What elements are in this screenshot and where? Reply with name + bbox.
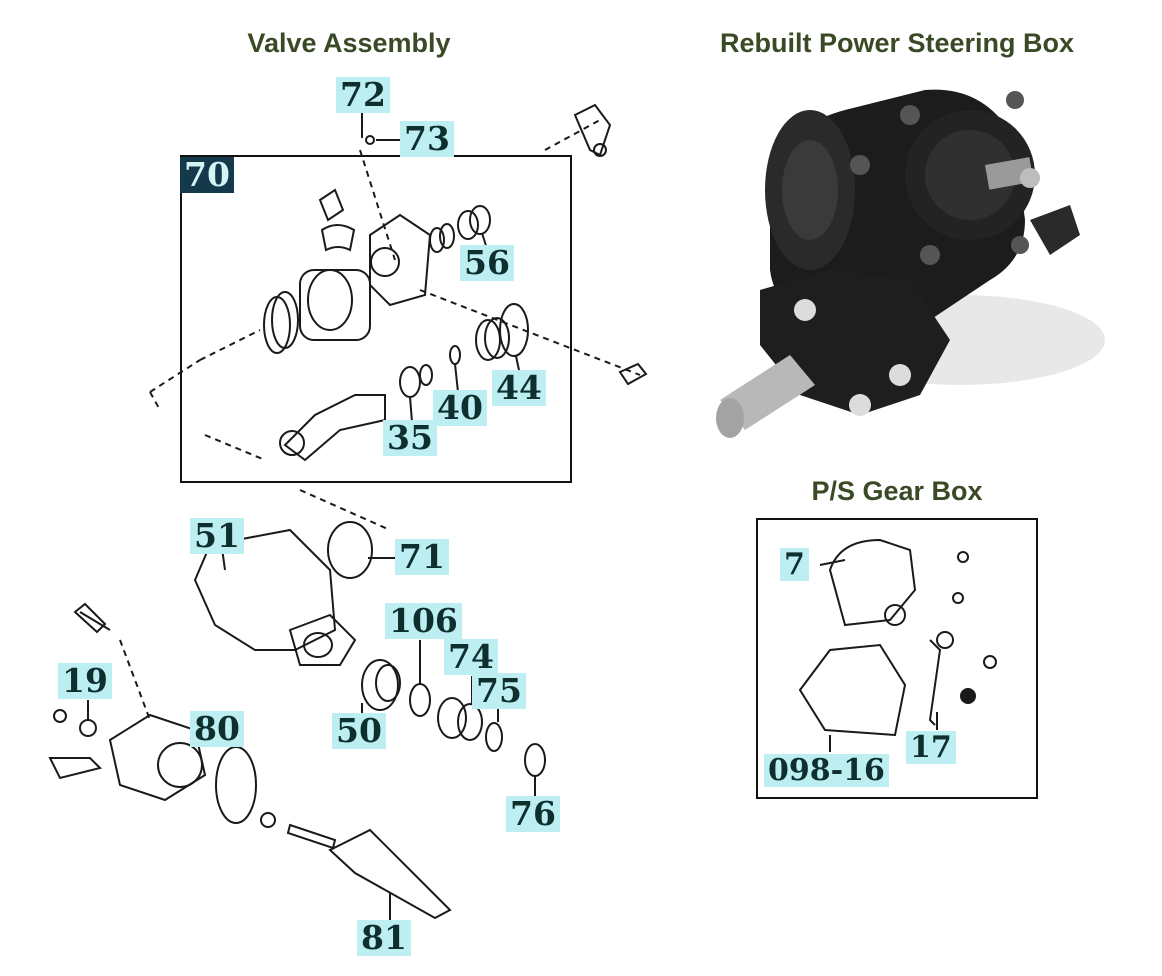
callout-76: 76 [506,796,560,832]
linkage-part [573,103,612,157]
input-shaft [283,394,386,462]
gear-box-frame [756,518,1038,799]
callout-19: 19 [58,663,112,699]
callout-098-16: 098-16 [764,754,889,787]
callout-70: 70 [180,157,234,193]
rebuilt-box-title: Rebuilt Power Steering Box [719,28,1075,58]
callout-81: 81 [357,920,411,956]
gearbox-thumb [828,538,917,627]
callout-40: 40 [433,390,487,426]
valve-assembly-title: Valve Assembly [247,28,451,58]
valve-assembly-frame [180,155,572,483]
callout-80: 80 [190,711,244,747]
axis-line [359,149,396,261]
seal-ring-71 [327,521,373,579]
callout-71: 71 [395,539,449,575]
callout-106: 106 [385,603,462,639]
frame-bracket [798,643,907,737]
callout-7: 7 [780,548,809,581]
ps-gear-box-title: P/S Gear Box [811,476,983,506]
output-shaft [720,355,815,430]
callout-44: 44 [492,370,546,406]
callout-35: 35 [383,420,437,456]
valve-housing [369,213,432,307]
callout-72: 72 [336,77,390,113]
bearing [361,659,399,711]
callout-73: 73 [400,121,454,157]
callout-50: 50 [332,713,386,749]
pin-73 [365,135,375,145]
o-ring-80 [215,746,257,824]
end-cover [108,713,207,802]
callout-75: 75 [472,673,526,709]
rack-piston [328,828,452,920]
callout-74: 74 [444,639,498,675]
callout-51: 51 [190,518,244,554]
pitman-arm [48,757,102,780]
callout-17: 17 [906,731,956,764]
callout-56: 56 [460,245,514,281]
